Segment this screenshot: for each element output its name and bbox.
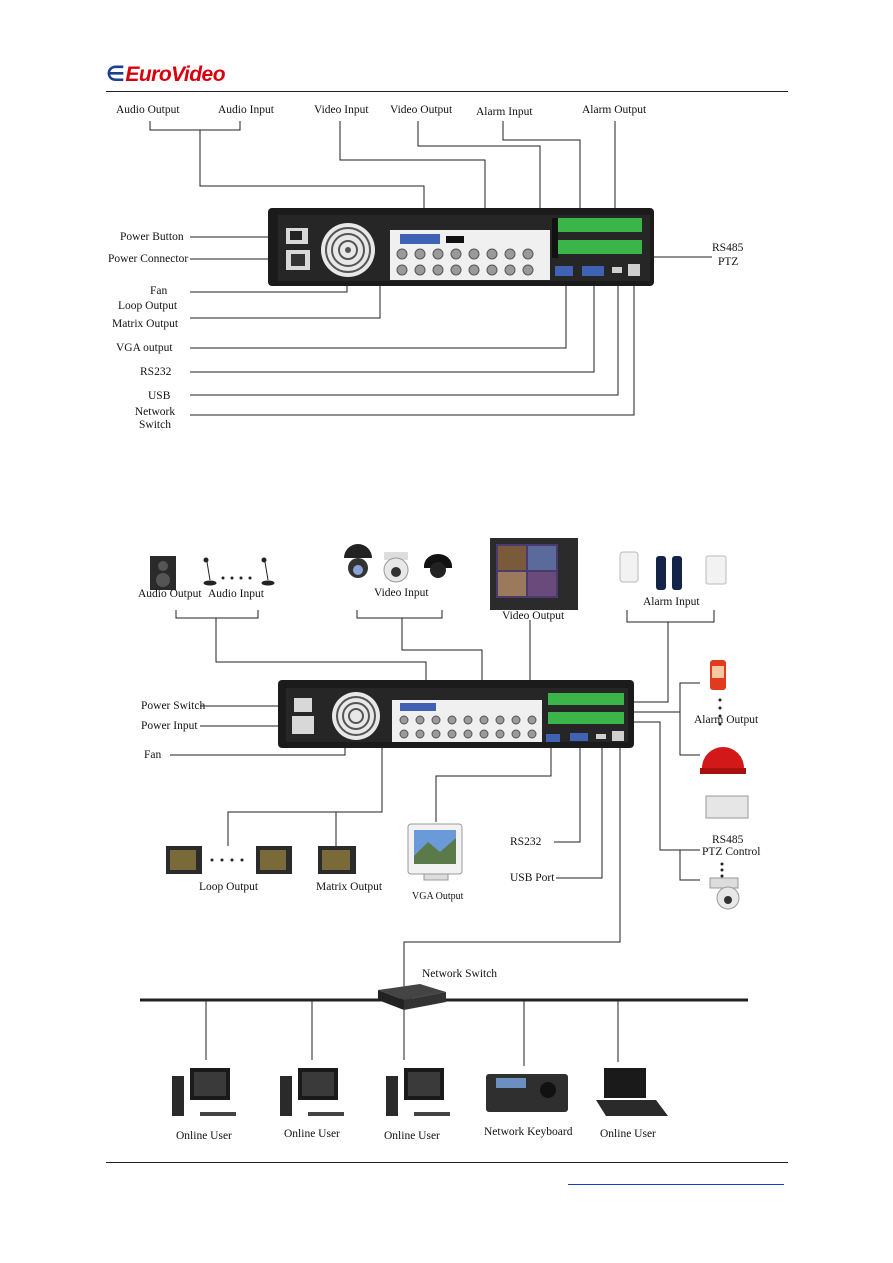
d2-label-online-user-1: Online User bbox=[176, 1130, 232, 1142]
d2-label-power-input: Power Input bbox=[141, 720, 198, 732]
d2-label-video-output: Video Output bbox=[502, 610, 565, 622]
footer-link[interactable] bbox=[568, 1168, 784, 1185]
label-rs485: RS485 bbox=[712, 242, 744, 254]
d2-label-online-user-2: Online User bbox=[284, 1128, 340, 1140]
matrix-output-monitor bbox=[318, 846, 356, 874]
d2-label-online-user-3: Online User bbox=[384, 1130, 440, 1142]
label-rs232: RS232 bbox=[140, 366, 172, 378]
label-loop-output: Loop Output bbox=[118, 300, 178, 312]
d2-label-power-switch: Power Switch bbox=[141, 700, 206, 712]
label-power-connector: Power Connector bbox=[108, 253, 189, 265]
d2-label-audio-output: Audio Output bbox=[138, 588, 202, 600]
d2-label-rs232: RS232 bbox=[510, 836, 542, 848]
footer-rule bbox=[106, 1162, 788, 1163]
d2-label-audio-input: Audio Input bbox=[208, 588, 264, 600]
label-ptz: PTZ bbox=[718, 256, 739, 268]
label-audio-output: Audio Output bbox=[116, 104, 180, 116]
d2-label-online-user-4: Online User bbox=[600, 1128, 656, 1140]
header-rule bbox=[106, 91, 788, 92]
label-network-switch: Network Switch bbox=[134, 406, 176, 431]
d2-label-matrix-output: Matrix Output bbox=[316, 881, 383, 893]
label-matrix-output: Matrix Output bbox=[112, 318, 179, 330]
alarm-sensor-icons bbox=[619, 551, 727, 590]
d2-label-network-switch: Network Switch bbox=[422, 968, 498, 980]
ellipsis-dots-2 bbox=[210, 858, 244, 862]
label-alarm-input: Alarm Input bbox=[476, 106, 533, 118]
d2-label-video-input: Video Input bbox=[374, 587, 429, 599]
dvr-rear-panel-2 bbox=[278, 680, 634, 748]
ptz-dome-icon bbox=[709, 877, 740, 910]
camera-icons bbox=[344, 544, 452, 583]
d2-label-alarm-output: Alarm Output bbox=[694, 714, 759, 726]
d2-label-usb-port: USB Port bbox=[510, 872, 555, 884]
monitor-icon bbox=[490, 538, 578, 610]
speaker-icon bbox=[150, 556, 176, 590]
network-keyboard-icon bbox=[486, 1074, 568, 1112]
network-switch-icon bbox=[378, 984, 446, 1010]
label-video-input: Video Input bbox=[314, 104, 369, 116]
label-alarm-output: Alarm Output bbox=[582, 104, 647, 116]
d2-label-vga-output: VGA Output bbox=[412, 891, 464, 902]
d2-label-network-keyboard: Network Keyboard bbox=[484, 1126, 573, 1138]
d2-label-fan: Fan bbox=[144, 749, 162, 761]
ptz-decoder-icon bbox=[705, 795, 749, 819]
d2-label-rs485: RS485 bbox=[712, 834, 744, 846]
e-swoosh-icon: ∈ bbox=[106, 63, 125, 86]
d2-label-ptz-control: PTZ Control bbox=[702, 846, 761, 858]
microphone-icon bbox=[203, 557, 275, 586]
label-video-output: Video Output bbox=[390, 104, 453, 116]
label-audio-input: Audio Input bbox=[218, 104, 274, 116]
ellipsis-dots-1 bbox=[221, 576, 252, 580]
label-power-button: Power Button bbox=[120, 231, 184, 243]
alarm-output-icons bbox=[700, 660, 746, 774]
d2-label-alarm-input: Alarm Input bbox=[643, 596, 700, 608]
laptop-icon bbox=[596, 1068, 668, 1116]
pc-icons bbox=[172, 1068, 450, 1116]
bnc-array-1 bbox=[392, 246, 542, 278]
vga-monitor-icon bbox=[407, 823, 463, 881]
label-usb: USB bbox=[148, 390, 171, 402]
d2-label-loop-output: Loop Output bbox=[199, 881, 259, 893]
loop-output-monitors bbox=[166, 846, 292, 874]
logo-text: EuroVideo bbox=[125, 63, 226, 86]
label-fan: Fan bbox=[150, 285, 168, 297]
eurovideo-logo: ∈EuroVideo bbox=[106, 62, 226, 87]
label-vga-output: VGA output bbox=[116, 342, 173, 354]
